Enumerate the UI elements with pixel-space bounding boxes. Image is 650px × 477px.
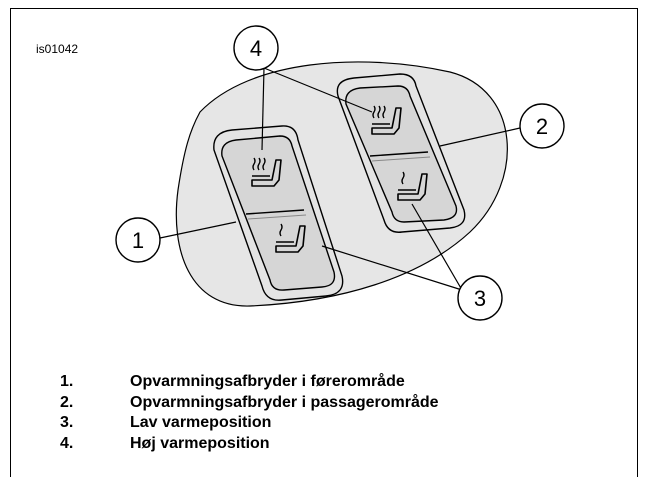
- legend-item: 2. Opvarmningsafbryder i passagerområde: [60, 393, 439, 414]
- callout-2: 2: [519, 103, 565, 149]
- svg-text:1: 1: [132, 228, 144, 253]
- legend-text: Opvarmningsafbryder i passagerområde: [130, 393, 439, 411]
- legend: 1. Opvarmningsafbryder i førerområde 2. Op…: [60, 372, 439, 454]
- legend-text: Høj varmeposition: [130, 434, 270, 452]
- legend-number: 3.: [60, 414, 74, 431]
- figure-frame: [10, 8, 638, 477]
- legend-text: Lav varmeposition: [130, 414, 272, 431]
- svg-text:3: 3: [474, 286, 486, 311]
- legend-number: 2.: [60, 393, 74, 411]
- legend-number: 4.: [60, 434, 74, 452]
- svg-text:2: 2: [536, 114, 548, 139]
- legend-item: 3. Lav varmeposition: [60, 413, 439, 434]
- legend-number: 1.: [60, 373, 74, 390]
- callout-3: 3: [457, 275, 503, 321]
- legend-item: 1. Opvarmningsafbryder i førerområde: [60, 372, 439, 393]
- legend-text: Opvarmningsafbryder i førerområde: [130, 373, 405, 390]
- figure-id: is01042: [36, 42, 79, 56]
- svg-text:4: 4: [250, 36, 262, 61]
- callout-4: 4: [233, 25, 279, 71]
- legend-item: 4. Høj varmeposition: [60, 434, 439, 455]
- driver-heater-switch: [213, 125, 344, 301]
- passenger-heater-switch: [336, 73, 466, 233]
- callout-1: 1: [115, 217, 161, 263]
